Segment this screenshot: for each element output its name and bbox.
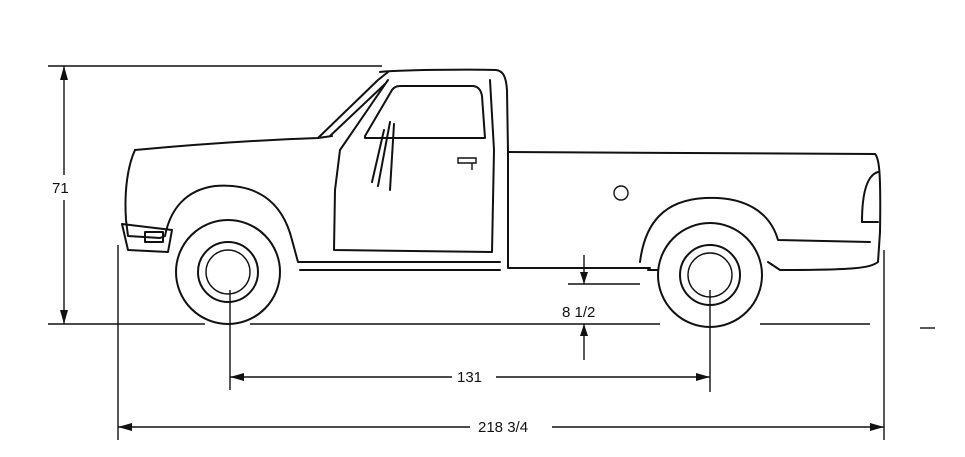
ground-clearance-label: 8 1/2 bbox=[562, 304, 595, 321]
wheelbase-label: 131 bbox=[457, 369, 482, 386]
bed-tailgate bbox=[861, 171, 879, 223]
windshield-inner bbox=[329, 83, 386, 137]
door-handle bbox=[457, 157, 477, 170]
length-arrow-right bbox=[870, 423, 884, 431]
height-arrow-top bbox=[60, 66, 68, 80]
pickup-truck-drawing bbox=[121, 68, 882, 328]
dimension-labels: 71 8 1/2 131 218 3/4 bbox=[52, 180, 595, 436]
front-rim bbox=[197, 241, 259, 303]
truck-hood bbox=[124, 149, 501, 263]
front-bumper bbox=[121, 223, 173, 253]
front-hub bbox=[205, 249, 251, 295]
front-tire bbox=[175, 219, 281, 325]
overall-length-label: 218 3/4 bbox=[478, 419, 528, 436]
rear-fender bbox=[639, 196, 871, 263]
dimension-lines bbox=[48, 65, 935, 440]
length-arrow-left bbox=[118, 423, 132, 431]
windshield bbox=[317, 71, 389, 139]
clearance-arrow-bottom bbox=[580, 324, 588, 336]
height-label: 71 bbox=[52, 180, 69, 197]
wheelbase-arrow-left bbox=[230, 373, 244, 381]
bed-lower-line bbox=[507, 151, 651, 269]
front-marker-light bbox=[144, 231, 164, 243]
clearance-arrow-top bbox=[580, 272, 588, 284]
side-window bbox=[364, 85, 486, 139]
height-arrow-bottom bbox=[60, 310, 68, 324]
wheelbase-arrow-right bbox=[696, 373, 710, 381]
side-mirror bbox=[371, 121, 395, 191]
door-outline bbox=[333, 79, 495, 253]
fuel-cap bbox=[613, 185, 629, 201]
hood-top-line bbox=[134, 135, 333, 151]
truck-bed bbox=[507, 151, 882, 271]
cab-roof bbox=[379, 68, 509, 153]
